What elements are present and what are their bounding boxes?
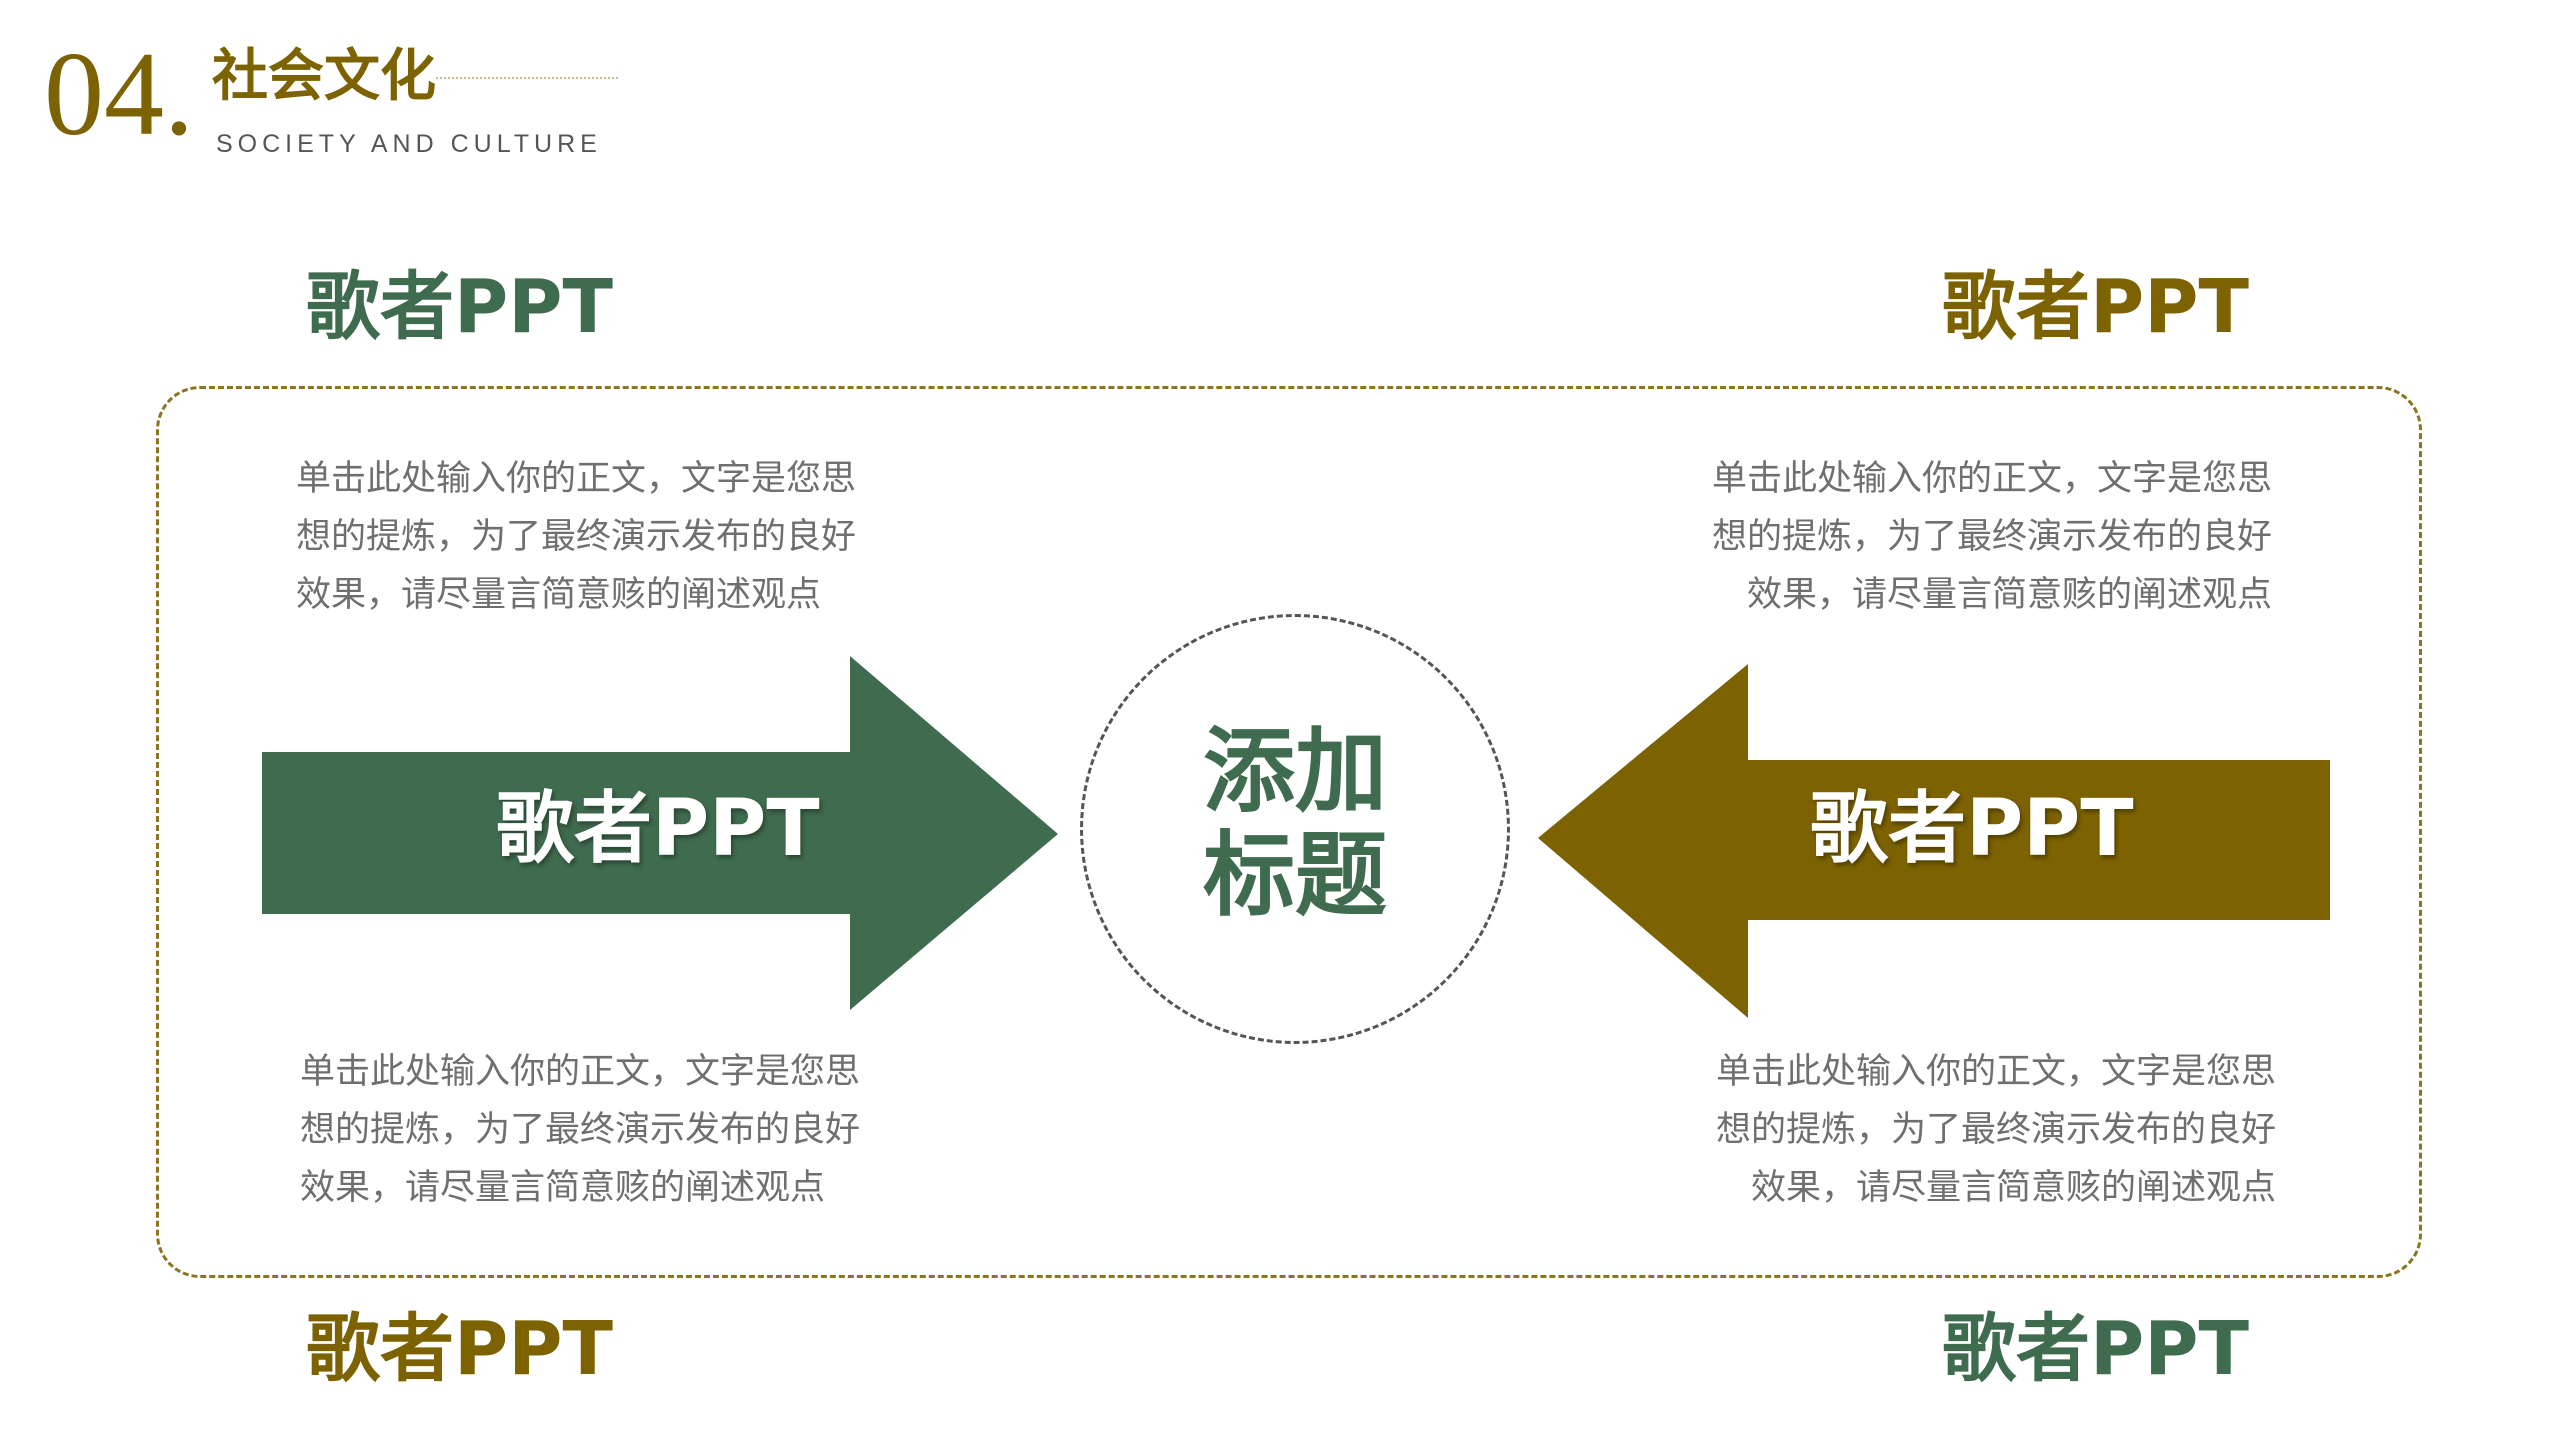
center-title-line-2: 标题 [1202,822,1387,929]
paragraph-top-left: 单击此处输入你的正文，文字是您思 想的提炼，为了最终演示发布的良好 效果，请尽量… [296,459,857,615]
section-title: 社会文化 [212,43,436,109]
corner-label-top-right: 歌者PPT [1942,264,2249,350]
center-title: 添加 标题 [1080,720,1510,928]
title-divider [436,77,618,79]
center-title-line-1: 添加 [1202,718,1387,825]
corner-label-bottom-left: 歌者PPT [306,1306,613,1392]
section-subtitle: SOCIETY AND CULTURE [216,130,602,158]
corner-label-bottom-right: 歌者PPT [1942,1306,2249,1392]
paragraph-bottom-left: 单击此处输入你的正文，文字是您思 想的提炼，为了最终演示发布的良好 效果，请尽量… [300,1052,861,1208]
right-pointing-arrow [262,656,1058,1010]
left-pointing-arrow [1538,664,2330,1018]
center-circle [1080,614,1510,1044]
paragraph-top-right: 单击此处输入你的正文，文字是您思 想的提炼，为了最终演示发布的良好 效果，请尽量… [1711,459,2272,615]
left-arrow-label: 歌者PPT [496,784,820,874]
section-number: 04. [44,27,194,160]
paragraph-bottom-right: 单击此处输入你的正文，文字是您思 想的提炼，为了最终演示发布的良好 效果，请尽量… [1715,1052,2276,1208]
corner-label-top-left: 歌者PPT [306,264,613,350]
right-arrow-label: 歌者PPT [1810,784,2134,874]
dashed-frame [156,386,2422,1278]
